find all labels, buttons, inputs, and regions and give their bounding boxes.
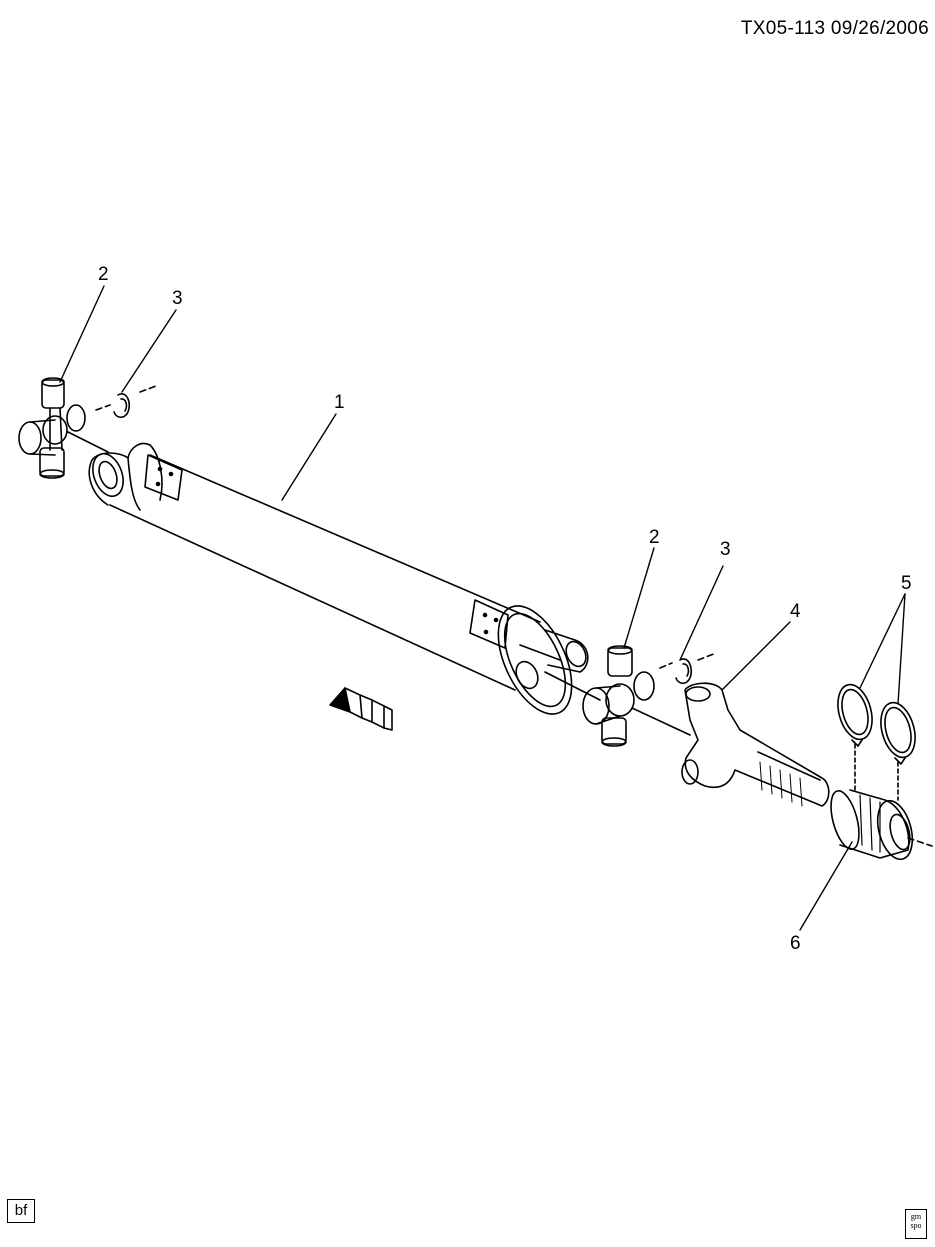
callout-leaders <box>59 285 906 931</box>
corner-tag: bf <box>7 1199 35 1223</box>
callout-boot: 6 <box>790 933 801 954</box>
snap-ring-front <box>67 385 157 453</box>
callout-clamps: 5 <box>901 573 912 594</box>
callout-shaft-tube: 1 <box>334 392 345 413</box>
clamp-pair <box>837 683 916 801</box>
slip-yoke-boot <box>830 789 933 861</box>
forward-arrow-icon <box>329 687 393 731</box>
callout-rear-u-joint: 2 <box>649 527 660 548</box>
callout-rear-snap-ring: 3 <box>720 539 731 560</box>
propeller-shaft-tube <box>88 442 589 715</box>
gm-spo-logo: gm spo <box>905 1209 927 1239</box>
callout-slip-yoke: 4 <box>790 601 801 622</box>
universal-joint-front <box>18 377 86 479</box>
callout-1-front-u-joint: 2 <box>98 264 109 285</box>
callout-front-snap-ring: 3 <box>172 288 183 309</box>
slip-yoke <box>681 682 830 807</box>
diagram-reference-id: TX05-113 09/26/2006 <box>740 18 929 39</box>
snap-ring-rear <box>544 652 717 736</box>
universal-joint-rear <box>582 645 655 747</box>
